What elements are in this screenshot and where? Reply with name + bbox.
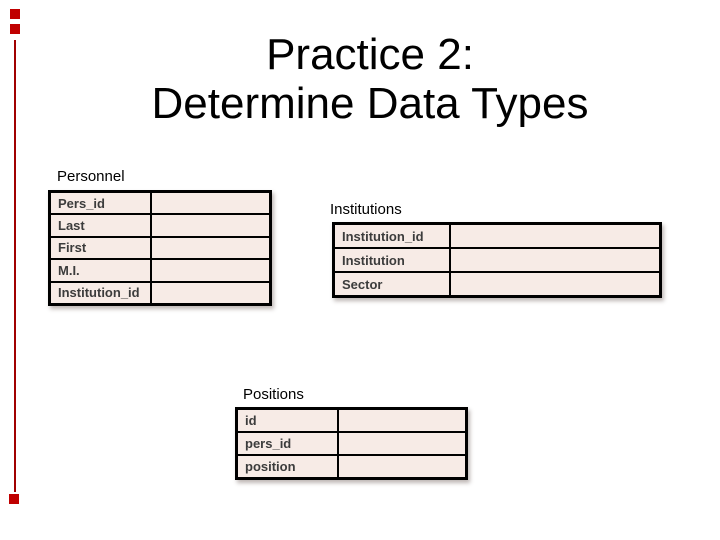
personnel-field-name: Pers_id — [51, 193, 150, 214]
personnel-field-type-empty — [152, 237, 269, 259]
personnel-table: Pers_id Last First M.I. Institution_id — [48, 190, 272, 306]
personnel-table-label: Personnel — [57, 168, 125, 185]
personnel-field-type-empty — [152, 215, 269, 236]
personnel-field-type-empty — [152, 193, 269, 214]
left-accent-square-bottom-icon — [9, 494, 19, 504]
institutions-field-type-empty — [451, 273, 659, 295]
positions-field-type-empty — [339, 433, 465, 454]
slide-title: Practice 2: Determine Data Types — [30, 30, 710, 128]
institutions-table: Institution_id Institution Sector — [332, 222, 662, 298]
left-accent-vertical-line — [14, 40, 16, 492]
institutions-field-name: Institution_id — [335, 225, 449, 247]
personnel-field-name: Last — [51, 215, 150, 236]
left-accent-square-top-icon — [10, 9, 20, 19]
slide-title-line-1: Practice 2: — [266, 30, 474, 79]
left-accent-square-second-icon — [10, 24, 20, 34]
institutions-field-type-empty — [451, 249, 659, 271]
institutions-field-name: Sector — [335, 273, 449, 295]
institutions-field-name: Institution — [335, 249, 449, 271]
institutions-table-label: Institutions — [330, 201, 402, 218]
institutions-field-type-empty — [451, 225, 659, 247]
personnel-field-name: Institution_id — [51, 282, 150, 303]
personnel-field-name: First — [51, 237, 150, 259]
positions-field-name: id — [238, 410, 337, 431]
positions-field-name: pers_id — [238, 433, 337, 454]
slide-title-line-2: Determine Data Types — [151, 79, 589, 128]
positions-field-name: position — [238, 456, 337, 477]
personnel-field-type-empty — [152, 282, 269, 303]
personnel-field-name: M.I. — [51, 260, 150, 281]
positions-table: id pers_id position — [235, 407, 468, 480]
personnel-field-type-empty — [152, 260, 269, 281]
positions-field-type-empty — [339, 410, 465, 431]
positions-field-type-empty — [339, 456, 465, 477]
positions-table-label: Positions — [243, 386, 304, 403]
